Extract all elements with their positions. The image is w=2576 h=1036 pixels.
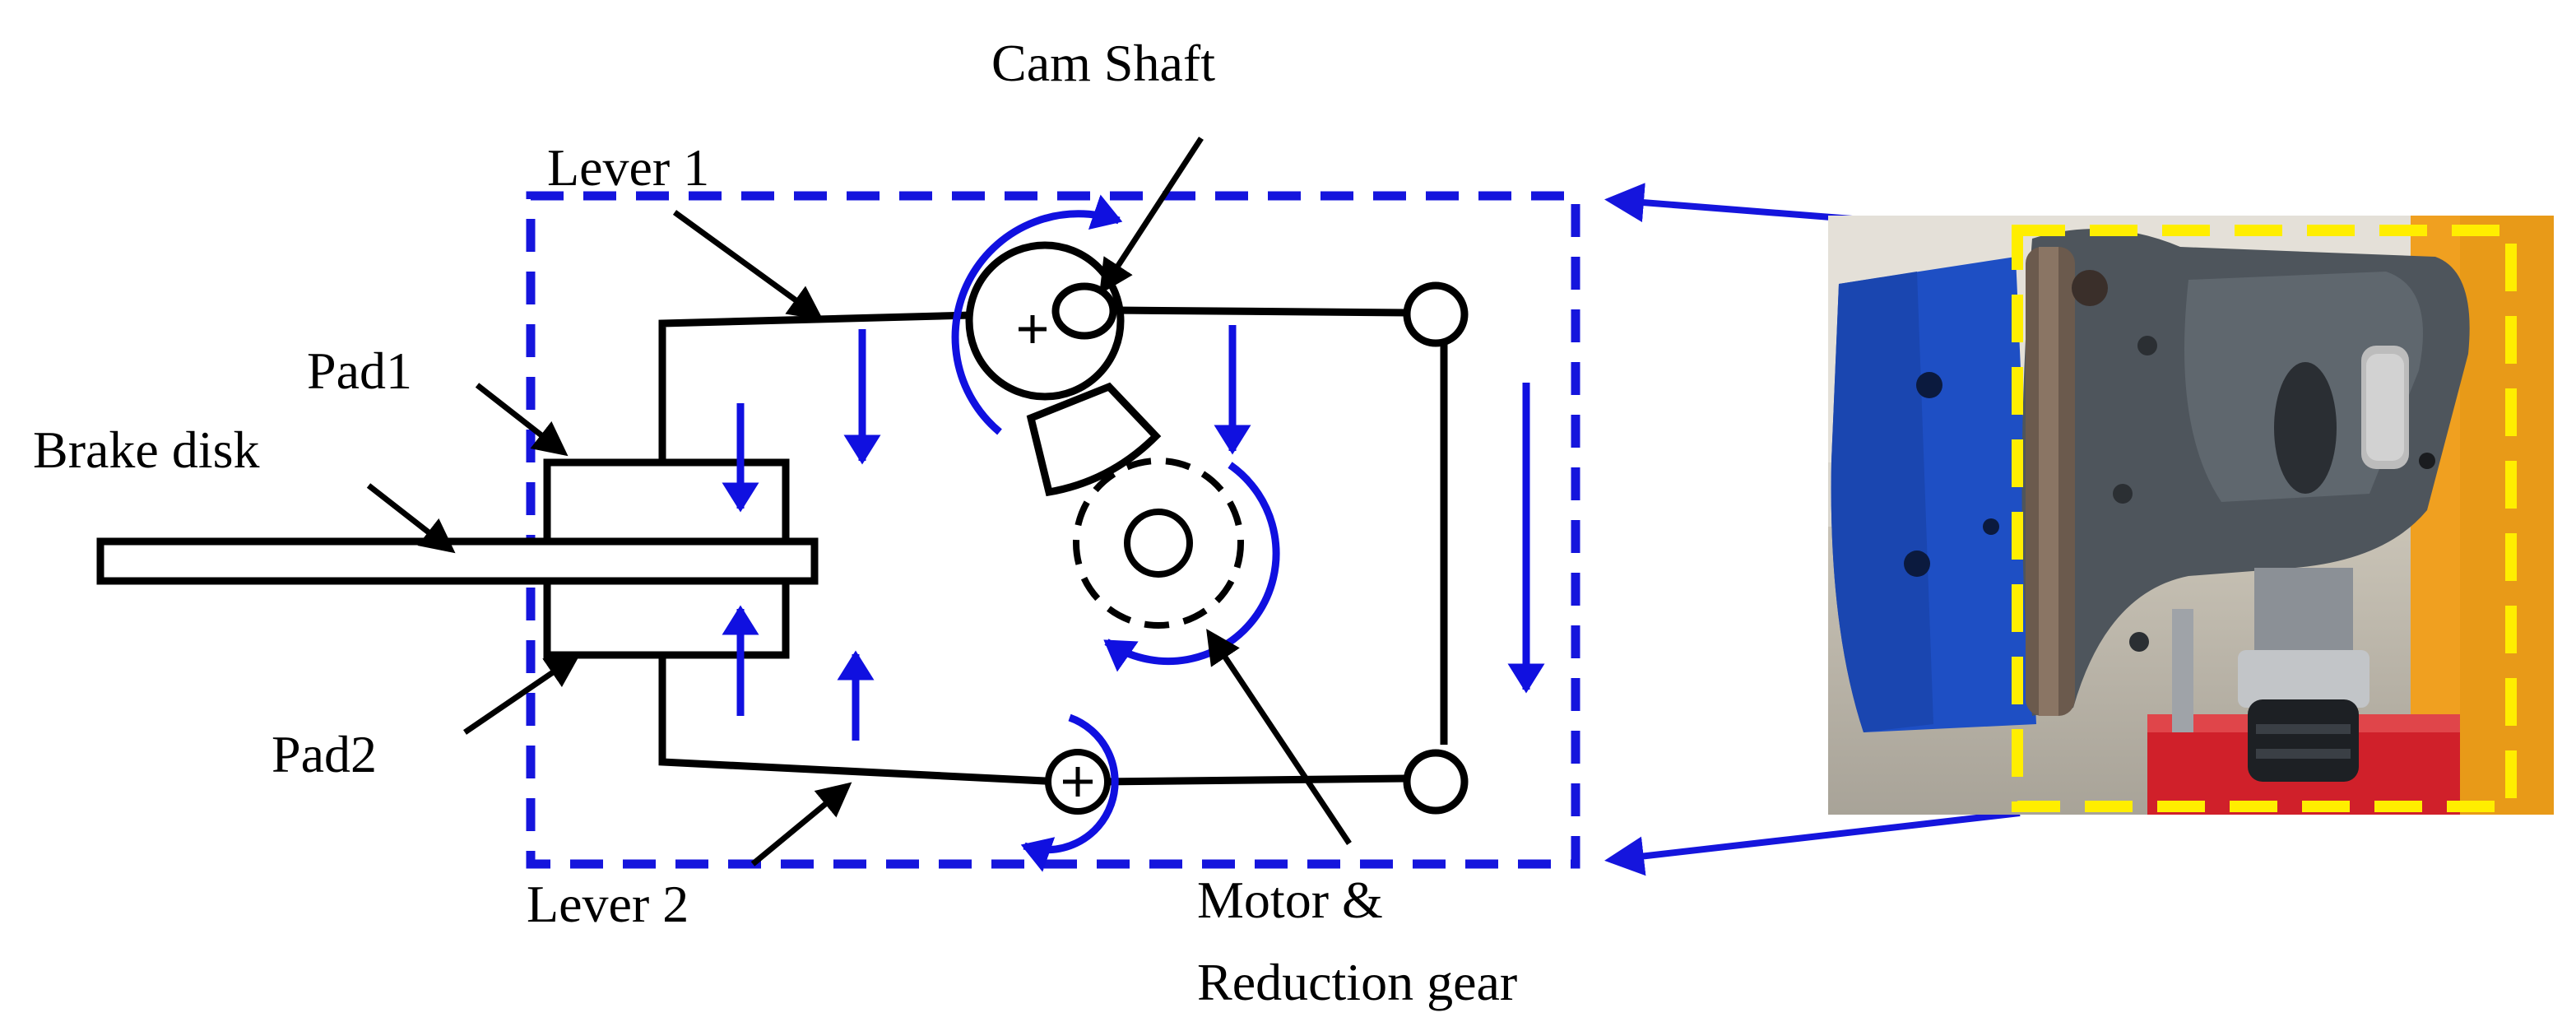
- cam-rotation-arc: [951, 194, 1123, 435]
- motor-pointer: [1206, 629, 1352, 845]
- photo-highlight-frame: [2012, 225, 2517, 812]
- bottom-link: [1098, 774, 1408, 786]
- brake-disk: [96, 537, 819, 585]
- top-right-pivot: [1403, 281, 1469, 347]
- cam-shaft: [1051, 282, 1117, 340]
- motion-arrows: [722, 194, 1545, 872]
- pad1-label: Pad1: [307, 341, 412, 400]
- lever2-pointer: [750, 782, 852, 866]
- top-link: [1114, 306, 1408, 317]
- lower-connector-arrow: [1604, 810, 2021, 876]
- lever2-label: Lever 2: [527, 875, 689, 933]
- cam-shaft-label: Cam Shaft: [991, 34, 1215, 92]
- motor: [1124, 509, 1193, 578]
- lever1-pointer: [672, 210, 824, 321]
- pad2: [543, 577, 790, 659]
- lever2-pivot-plus: [1063, 767, 1093, 797]
- pad1-pointer: [475, 383, 569, 457]
- cam-sector: [1026, 382, 1162, 497]
- reduction-gear: [1073, 458, 1244, 629]
- brake-disk-label: Brake disk: [33, 420, 260, 479]
- pad1: [543, 458, 790, 546]
- gear-rotation-arc: [1103, 462, 1280, 672]
- cam-shaft-pointer: [1099, 137, 1204, 295]
- pad2-pointer: [463, 653, 581, 735]
- lever2-pivot-rotation-arc: [1020, 713, 1119, 872]
- lever1-label: Lever 1: [547, 138, 709, 197]
- brake-disk-pointer: [366, 483, 456, 554]
- lever2: [658, 655, 1062, 786]
- motor-label-line1: Motor &: [1197, 871, 1383, 929]
- cam-center-plus: [1019, 315, 1047, 343]
- bottom-right-pivot: [1403, 749, 1469, 815]
- motor-label-line2: Reduction gear: [1197, 953, 1517, 1011]
- lever1: [658, 311, 972, 462]
- pointer-arrows: [366, 137, 1352, 866]
- brake-caliper-photo: [1828, 216, 2554, 815]
- pad2-label: Pad2: [272, 725, 377, 783]
